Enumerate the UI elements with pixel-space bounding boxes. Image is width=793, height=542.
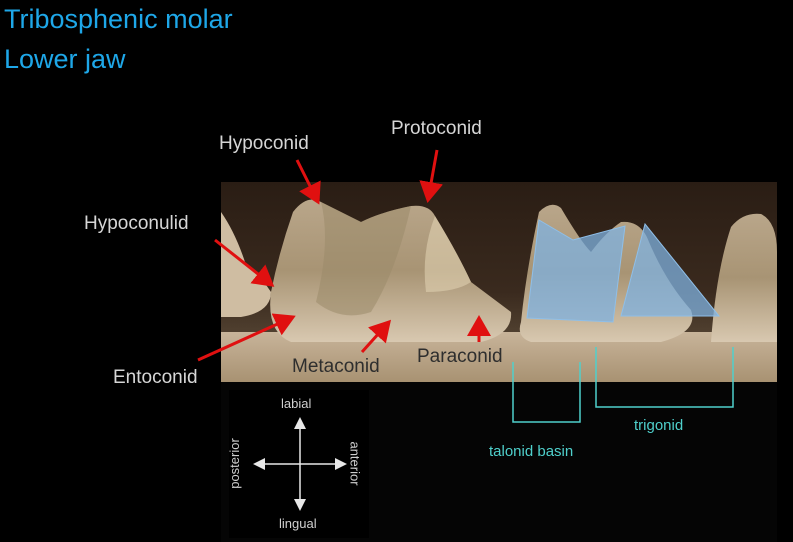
label-protoconid: Protoconid [391, 118, 482, 139]
compass-anterior: anterior [347, 441, 363, 486]
compass-lingual: lingual [279, 516, 317, 531]
label-entoconid: Entoconid [113, 367, 198, 388]
label-paraconid: Paraconid [417, 346, 503, 367]
compass-posterior: posterior [226, 438, 242, 489]
label-hypoconulid: Hypoconulid [84, 213, 189, 234]
title-line-1: Tribosphenic molar [4, 4, 233, 34]
title-line-2: Lower jaw [4, 44, 126, 74]
compass-labial: labial [281, 396, 312, 411]
label-hypoconid: Hypoconid [219, 133, 309, 154]
label-metaconid: Metaconid [292, 356, 380, 377]
label-trigonid: trigonid [634, 417, 684, 434]
orientation-compass: labial lingual posterior anterior [226, 390, 369, 538]
label-talonid-basin: talonid basin [489, 443, 574, 460]
compass-arrows [253, 417, 347, 511]
